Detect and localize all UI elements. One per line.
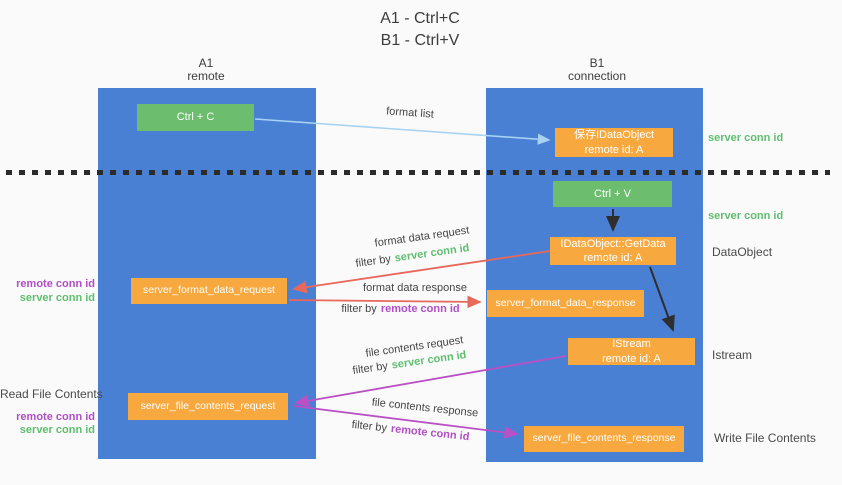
server-conn-id-text: server conn id	[393, 242, 471, 265]
server-format-data-response-node: server_format_data_response	[487, 290, 644, 317]
save-idataobject-line2: remote id: A	[584, 143, 644, 156]
right-server-conn-id-label-2: server conn id	[708, 210, 784, 222]
istream-side-label: Istream	[712, 348, 753, 362]
left-remote-conn-id-label-1: remote conn id	[16, 278, 95, 290]
left-column-role: remote	[187, 69, 225, 84]
dataobject-label: DataObject	[712, 245, 773, 259]
left-column-header: A1 remote	[146, 56, 266, 84]
istream-line1: IStream	[612, 338, 651, 351]
istream-node: IStream remote id: A	[568, 338, 695, 365]
filter-by-text: filter by	[351, 360, 389, 377]
format-list-label: format list	[385, 105, 435, 121]
right-column-role: connection	[567, 69, 627, 84]
ctrl-c-label: Ctrl + C	[176, 111, 215, 124]
copy-paste-separator-line	[6, 170, 830, 175]
format-request-label: server_format_data_request	[143, 284, 275, 297]
right-server-conn-id-label-1: server conn id	[708, 132, 784, 144]
server-file-contents-response-node: server_file_contents_response	[524, 426, 684, 452]
ctrl-v-node: Ctrl + V	[553, 181, 672, 207]
left-server-conn-id-label-1: server conn id	[19, 292, 95, 304]
title-line-1: A1 - Ctrl+C	[380, 10, 460, 27]
format-data-response-label: format data response	[363, 282, 467, 294]
ctrl-c-node: Ctrl + C	[137, 104, 254, 131]
left-column-name: A1	[198, 56, 214, 70]
format-response-label: server_format_data_response	[495, 296, 636, 309]
idataobject-getdata-node: IDataObject::GetData remote id: A	[550, 237, 676, 265]
file-response-label: server_file_contents_response	[532, 432, 676, 445]
getdata-line2: remote id: A	[583, 252, 643, 264]
diagram-title: A1 - Ctrl+C B1 - Ctrl+V	[290, 8, 550, 51]
server-format-data-request-node: server_format_data_request	[131, 278, 287, 304]
remote-conn-id-text: remote conn id	[380, 303, 460, 315]
write-file-contents-label: Write File Contents	[714, 431, 816, 445]
left-remote-conn-id-label-2: remote conn id	[16, 411, 95, 423]
file-request-label: server_file_contents_request	[140, 399, 276, 412]
server-file-contents-request-node: server_file_contents_request	[128, 393, 288, 420]
ctrl-v-label: Ctrl + V	[594, 187, 631, 200]
istream-line2: remote id: A	[602, 352, 661, 365]
save-idataobject-node: 保存IDataObject remote id: A	[555, 128, 673, 157]
filter-by-text: filter by	[354, 253, 392, 270]
file-contents-response-label: file contents response	[371, 396, 479, 420]
format-data-response-arrow	[288, 295, 482, 309]
read-file-contents-label: Read File Contents	[0, 387, 103, 401]
remote-conn-id-text: remote conn id	[390, 422, 470, 444]
getdata-line1: IDataObject::GetData	[560, 237, 666, 250]
title-line-2: B1 - Ctrl+V	[380, 31, 460, 49]
filter-by-text: filter by	[351, 418, 388, 435]
right-column-header: B1 connection	[537, 56, 657, 84]
save-idataobject-line1: 保存IDataObject	[573, 129, 655, 142]
filter-by-text: filter by	[341, 303, 377, 315]
right-column-name: B1	[589, 56, 605, 70]
left-server-conn-id-label-2: server conn id	[19, 424, 95, 436]
